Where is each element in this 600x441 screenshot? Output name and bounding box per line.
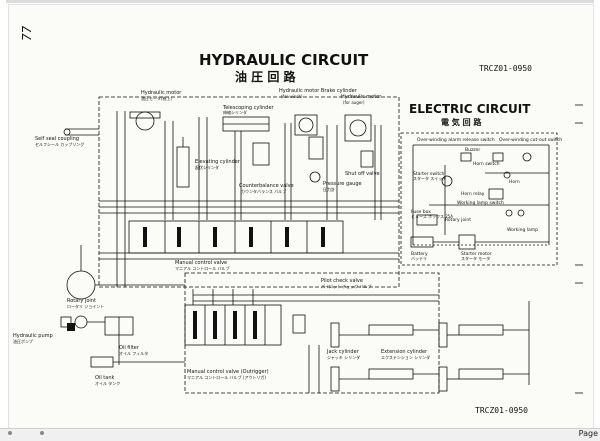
label-horn-switch: Horn switch — [473, 161, 500, 167]
label-counterbalance-valve-jp: カウンタバランス バルブ — [241, 188, 286, 194]
hydraulic-motor-symbol — [135, 111, 155, 131]
extension-cylinder-2 — [368, 368, 414, 380]
label-manual-control-valve: Manual control valve — [175, 260, 227, 266]
jack-cylinder-2 — [330, 366, 340, 392]
jack-cylinder-3 — [438, 322, 448, 348]
extension-cylinder-3 — [458, 324, 504, 336]
label-fuse-box-jp: ヒューズ ボックス 25A — [411, 213, 453, 219]
label-pressure-gauge-jp: 圧力計 — [323, 186, 335, 192]
label-elevating-cylinder: Elevating cylinder — [195, 159, 241, 165]
label-pressure-gauge: Pressure gauge — [323, 181, 362, 187]
label-hydraulic-motor-2-sub: (for winch) — [281, 94, 303, 99]
label-starter-switch: Starter switch — [413, 171, 445, 177]
label-manual-control-valve-outrigger-jp: マニアル コントロール バルブ (アウトリガ) — [187, 374, 266, 380]
label-counterbalance-valve: Counterbalance valve — [239, 183, 294, 189]
label-hydraulic-motor-1-jp: 油圧モータ(巻上) — [141, 95, 173, 101]
label-rotary-joint-electric: Rotary joint — [445, 217, 471, 223]
doc-code-top: TRCZ01-0950 — [479, 64, 532, 73]
label-oil-tank-jp: オイル タンク — [95, 380, 120, 386]
label-shut-off-valve: Shut off valve — [345, 171, 380, 177]
label-pilot-check-valve: Pilot check valve — [321, 278, 363, 284]
label-pilot-check-valve-jp: パイロット チェック バルブ — [321, 283, 372, 289]
label-starter-motor-jp: スタータ モータ — [461, 255, 490, 261]
rotary-joint-symbol — [66, 270, 96, 300]
hydraulic-title: HYDRAULIC CIRCUIT — [199, 51, 369, 69]
label-self-seal-coupling: Self seal coupling — [35, 136, 79, 142]
starter-motor-symbol — [458, 234, 476, 250]
label-working-lamp: Working lamp — [507, 227, 538, 233]
battery-symbol — [410, 236, 434, 248]
label-oil-filter: Oil filter — [119, 345, 140, 351]
label-hydraulic-motor-3-sub: (for auger) — [343, 100, 365, 105]
label-hydraulic-pump: Hydraulic pump — [13, 333, 53, 339]
doc-code-bottom: TRCZ01-0950 — [475, 406, 528, 415]
document-page: 77 HYDRAULIC CIRCUIT 油 圧 回 路 TRCZ01-0950… — [8, 4, 594, 430]
label-over-winding-cutout: Over-winding cut-out switch — [499, 137, 562, 143]
status-dot-icon — [8, 431, 12, 435]
label-horn-relay: Horn relay — [461, 191, 485, 197]
label-hydraulic-motor-2: Hydraulic motor Brake cylinder — [279, 88, 358, 94]
electric-title: ELECTRIC CIRCUIT — [409, 102, 531, 116]
label-oil-filter-jp: オイル フィルタ — [119, 350, 148, 356]
label-elevating-cylinder-jp: 起伏シリンダ — [195, 164, 219, 170]
hydraulic-pump-symbol — [60, 316, 72, 328]
label-over-winding-alarm: Over-winding alarm release switch — [417, 137, 495, 143]
page-corner-mark: 77 — [20, 25, 34, 41]
label-hydraulic-motor-1: Hydraulic motor — [141, 90, 182, 96]
label-rotary-joint-jp: ロータリ ジョイント — [67, 303, 104, 309]
page-indicator: Page — [578, 429, 598, 438]
circuit-diagram: 77 HYDRAULIC CIRCUIT 油 圧 回 路 TRCZ01-0950… — [13, 25, 583, 415]
label-manual-control-valve-jp: マニアル コントロール バルブ — [175, 265, 230, 271]
jack-cylinder-4 — [438, 366, 448, 392]
label-rotary-joint: Rotary joint — [67, 298, 96, 304]
label-extension-cylinder-jp: エクステンション シリンダ — [381, 354, 430, 360]
label-telescoping-cylinder-jp: 伸縮シリンダ — [223, 109, 247, 115]
label-hydraulic-pump-jp: 油圧ポンプ — [13, 338, 33, 344]
page-top-edge — [6, 0, 594, 3]
label-battery: Battery — [411, 251, 428, 257]
extension-cylinder-4 — [458, 368, 504, 380]
label-starter-switch-jp: スタータ スイッチ — [413, 175, 446, 181]
label-self-seal-coupling-jp: セルフシール カップリング — [35, 141, 84, 147]
hydraulic-frame — [98, 96, 400, 288]
label-horn: Horn — [509, 179, 520, 185]
label-jack-cylinder-jp: ジャッキ シリンダ — [327, 354, 360, 360]
label-battery-jp: バッテリ — [411, 255, 427, 261]
extension-cylinder-1 — [368, 324, 414, 336]
label-extension-cylinder: Extension cylinder — [381, 349, 428, 355]
label-oil-tank: Oil tank — [95, 375, 114, 381]
label-manual-control-valve-outrigger: Manual control valve (Outrigger) — [187, 369, 269, 375]
jack-cylinder-1 — [330, 322, 340, 348]
electric-frame — [400, 132, 558, 266]
label-jack-cylinder: Jack cylinder — [326, 349, 360, 355]
manual-control-valve-bank — [128, 220, 344, 254]
starter-switch-symbol — [441, 175, 453, 187]
hydraulic-title-jp: 油 圧 回 路 — [235, 69, 297, 84]
viewer-status-bar — [0, 428, 600, 441]
label-hydraulic-motor-3: Hydraulic motor — [341, 94, 382, 100]
electric-title-jp: 電 気 回 路 — [441, 117, 482, 127]
status-dot-icon — [40, 431, 44, 435]
label-buzzer: Buzzer — [465, 147, 480, 153]
label-telescoping-cylinder: Telescoping cylinder — [222, 105, 275, 111]
label-starter-motor: Starter motor — [461, 251, 492, 257]
label-fuse-box: Fuse box — [411, 209, 431, 215]
label-working-lamp-switch: Working lamp switch — [457, 200, 504, 206]
oil-tank-symbol — [90, 356, 114, 368]
